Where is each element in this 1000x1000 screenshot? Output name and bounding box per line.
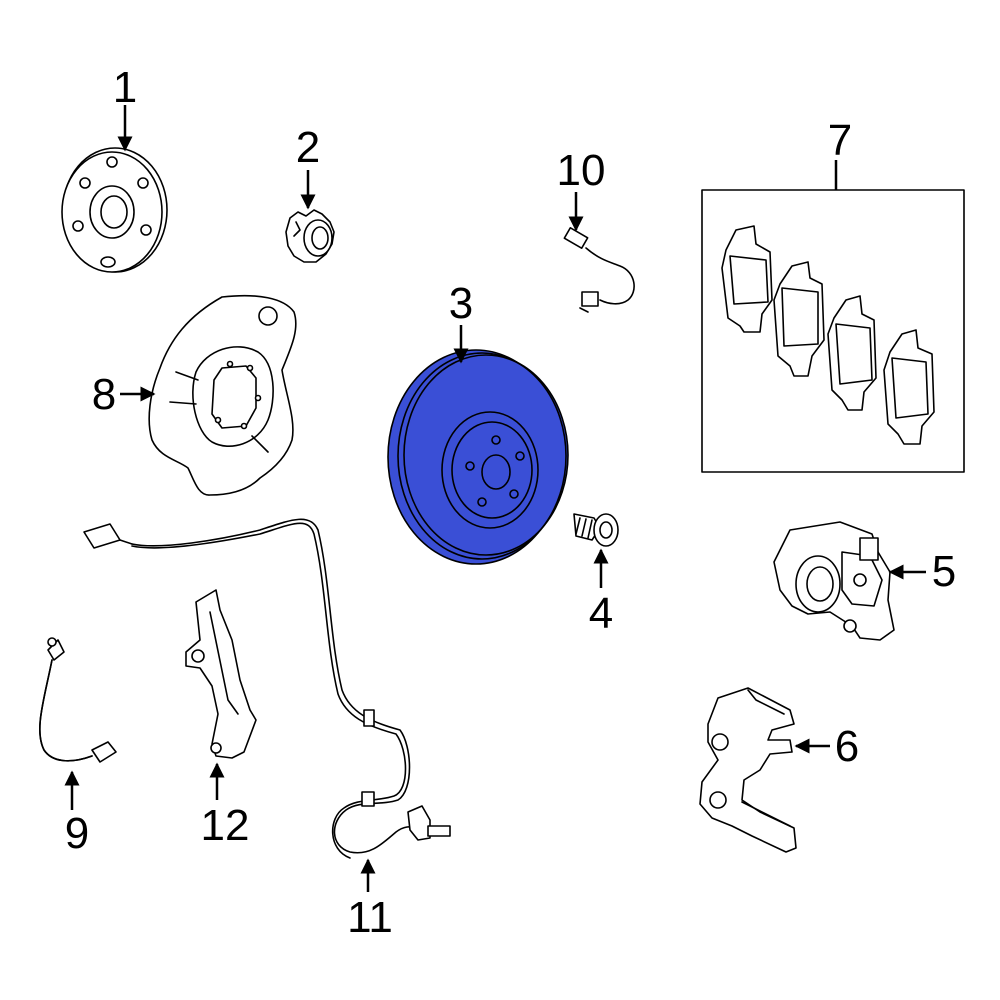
callout-8: 8	[92, 370, 116, 419]
part-3-brake-rotor[interactable]	[387, 349, 569, 565]
part-9-brake-hose[interactable]	[39, 637, 117, 763]
part-7-brake-pads[interactable]	[701, 189, 965, 473]
callout-12: 12	[201, 801, 250, 850]
part-12-bracket[interactable]	[185, 589, 257, 759]
callout-9: 9	[65, 809, 89, 858]
callout-3: 3	[449, 279, 473, 328]
brake-pad-2	[773, 261, 825, 377]
part-10-wear-sensor[interactable]	[563, 227, 635, 313]
leader-lines	[64, 105, 926, 892]
callout-11: 11	[347, 893, 393, 942]
part-11-abs-sensor[interactable]	[83, 518, 451, 859]
part-8-dust-shield[interactable]	[148, 294, 297, 496]
callout-10: 10	[557, 146, 606, 195]
callout-labels: 1 2 3 4 5 6 7 8 9 10 11 12	[65, 63, 956, 942]
part-4-rotor-screw[interactable]	[573, 513, 619, 547]
callout-1: 1	[113, 63, 137, 112]
callout-2: 2	[296, 123, 320, 172]
part-6-caliper-bracket[interactable]	[699, 687, 797, 853]
callout-5: 5	[932, 547, 956, 596]
part-5-caliper[interactable]	[773, 521, 895, 641]
callout-4: 4	[589, 589, 613, 638]
brake-pad-3	[827, 295, 877, 411]
brake-pad-4	[883, 329, 935, 445]
part-2-hub-nut[interactable]	[285, 209, 335, 263]
callout-6: 6	[835, 722, 859, 771]
brake-pad-1	[721, 225, 773, 333]
callout-7: 7	[828, 116, 852, 165]
part-1-wheel-hub[interactable]	[61, 147, 168, 273]
